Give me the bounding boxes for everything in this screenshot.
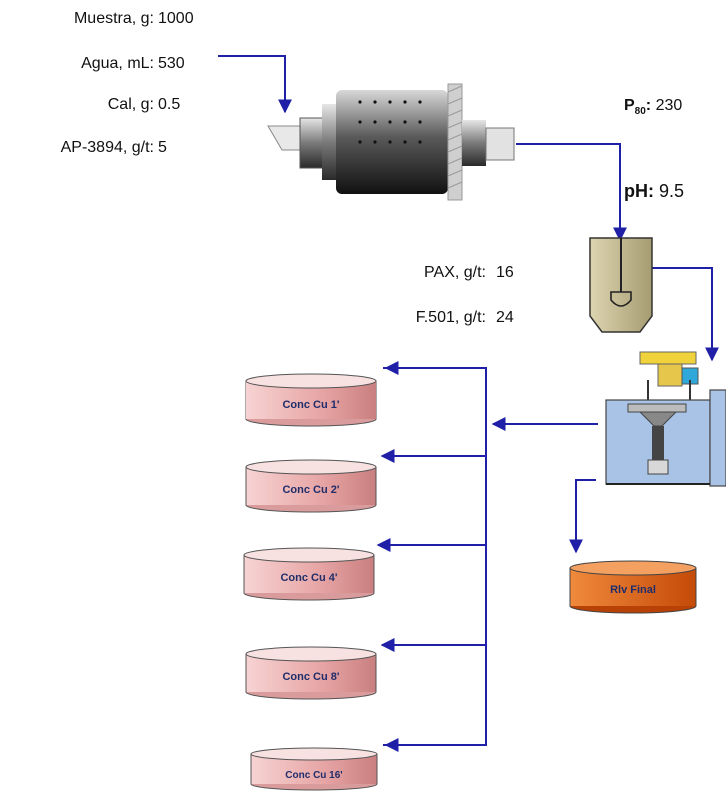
ball-mill-icon [268,84,514,200]
conc-tray-1: Conc Cu 1' [246,374,376,426]
conc-tray-5: Conc Cu 16' [251,748,377,790]
tailings-tray: Rlv Final [570,561,696,613]
conc-tray-3-label: Conc Cu 4' [280,572,337,584]
tailings-line [576,480,596,552]
mill-discharge-line [516,144,620,240]
conc-trays: Conc Cu 1' Conc Cu 2' Conc Cu 4' Conc Cu… [244,374,377,790]
conc-manifold-line [383,368,486,745]
feed-line [218,56,285,112]
conditioner-to-cell-line [652,268,712,360]
conc-tray-4: Conc Cu 8' [246,647,376,699]
conc-tray-1-label: Conc Cu 1' [282,399,339,411]
conc-tray-5-label: Conc Cu 16' [285,770,342,781]
conc-tray-2: Conc Cu 2' [246,460,376,512]
flotation-cell-icon [606,352,726,486]
conc-tray-3: Conc Cu 4' [244,548,374,600]
conditioner-tank-icon [590,238,652,332]
tailings-label: Rlv Final [610,584,656,596]
conc-tray-2-label: Conc Cu 2' [282,484,339,496]
conc-tray-4-label: Conc Cu 8' [282,671,339,683]
